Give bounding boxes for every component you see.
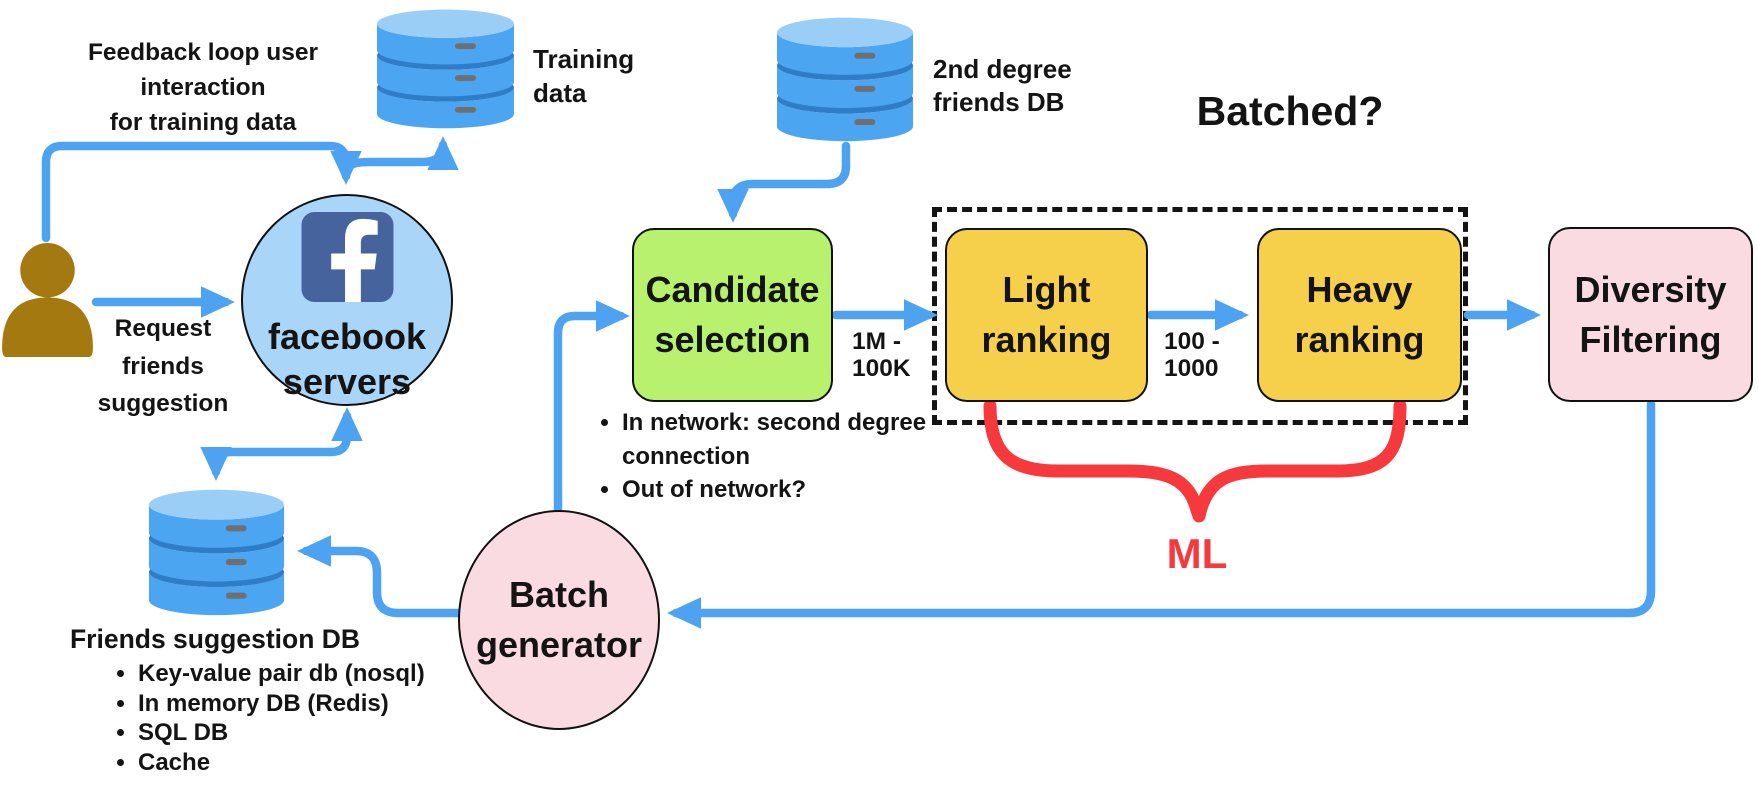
training-data-db-icon bbox=[373, 6, 518, 130]
batch-generator-node: Batch generator bbox=[458, 510, 660, 730]
ml-label: ML bbox=[1166, 530, 1228, 577]
light-to-heavy-volume-label: 100 - 1000 bbox=[1164, 328, 1220, 382]
candidate-selection-node: Candidate selection bbox=[632, 228, 833, 402]
list-item: In memory DB (Redis) bbox=[138, 689, 532, 719]
heavy-ranking-label: Heavy ranking bbox=[1294, 269, 1425, 360]
friends-suggestion-db-icon bbox=[145, 486, 288, 617]
edge-batchgen-to-friendsdb bbox=[297, 535, 464, 618]
facebook-logo-icon bbox=[301, 212, 393, 302]
list-item: SQL DB bbox=[138, 718, 532, 748]
light-ranking-label: Light ranking bbox=[981, 269, 1112, 360]
batch-generator-label: Batch generator bbox=[475, 574, 643, 665]
heavy-ranking-node: Heavy ranking bbox=[1257, 228, 1462, 402]
list-item: Out of network? bbox=[622, 473, 941, 507]
list-item: Key-value pair db (nosql) bbox=[138, 659, 532, 689]
friends-suggestion-db-label: Friends suggestion DB bbox=[69, 624, 361, 654]
candidate-to-light-volume-label: 1M - 100K bbox=[852, 328, 911, 382]
second-degree-db-label: 2nd degree friends DB bbox=[933, 54, 1072, 117]
user-icon bbox=[2, 243, 93, 357]
edge-seconddb-to-candidate bbox=[717, 141, 851, 223]
candidate-selection-notes: In network: second degree connection Out… bbox=[596, 406, 941, 507]
list-item: In network: second degree connection bbox=[622, 406, 941, 473]
facebook-servers-node: facebook servers bbox=[241, 194, 453, 406]
light-ranking-node: Light ranking bbox=[945, 228, 1148, 402]
edge-facebook-friendsdb-bidirectional bbox=[200, 407, 363, 481]
second-degree-friends-db-icon bbox=[773, 14, 917, 143]
facebook-servers-label: facebook servers bbox=[267, 316, 427, 402]
list-item: Cache bbox=[138, 748, 532, 778]
training-db-label: Training data bbox=[533, 44, 635, 108]
edge-facebook-to-training-db bbox=[341, 136, 459, 181]
diversity-filtering-node: Diversity Filtering bbox=[1548, 227, 1753, 402]
friends-suggestion-db-notes: Key-value pair db (nosql) In memory DB (… bbox=[112, 659, 532, 777]
request-friends-label: Request friends suggestion bbox=[97, 315, 229, 417]
feedback-loop-label: Feedback loop user interaction for train… bbox=[87, 39, 319, 136]
batched-question-title: Batched? bbox=[1196, 88, 1384, 134]
diversity-filtering-label: Diversity Filtering bbox=[1574, 268, 1727, 360]
candidate-selection-label: Candidate selection bbox=[645, 269, 820, 360]
